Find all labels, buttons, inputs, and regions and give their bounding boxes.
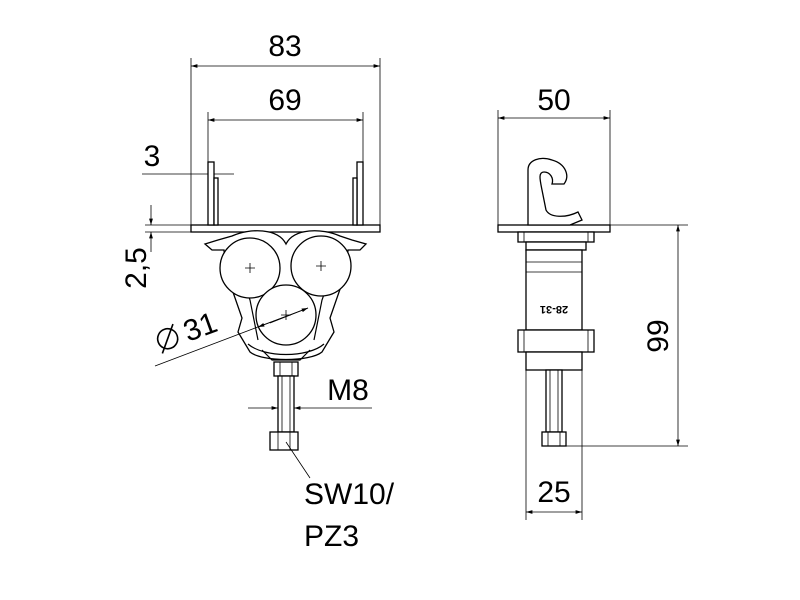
front-view: 83 69 3 2,5 <box>120 30 395 553</box>
diameter-label: 31 <box>156 306 222 354</box>
clamp-nut <box>273 361 299 377</box>
side-band-top <box>517 231 595 243</box>
side-hook <box>527 157 583 226</box>
side-bolt-head <box>541 431 567 447</box>
diameter-symbol-slash <box>161 323 174 354</box>
right-tab-inner <box>352 177 358 226</box>
side-band-bottom <box>517 329 595 353</box>
left-tab-inner <box>213 177 219 226</box>
clamp-lower-strap <box>261 349 311 361</box>
dim-inner-width: 69 <box>268 84 301 117</box>
dim-height: 99 <box>642 319 675 352</box>
right-tab-outer <box>356 161 364 226</box>
bolt-shank <box>277 375 295 433</box>
center-mark-left <box>245 263 255 273</box>
dim-bolt-width: 25 <box>537 476 570 509</box>
diameter-symbol-icon <box>156 327 179 350</box>
bolt-head <box>269 431 299 451</box>
side-top-plate <box>497 224 611 233</box>
dim-overall-width: 83 <box>268 30 301 63</box>
center-mark-right <box>316 261 326 271</box>
dim-cable-diameter: 31 <box>179 306 222 348</box>
dim-plate-thickness: 3 <box>144 140 161 173</box>
side-lower-body <box>525 351 583 371</box>
top-plate <box>190 224 381 233</box>
side-view: 50 28-31 99 25 <box>497 84 688 520</box>
dim-offset: 2,5 <box>120 247 153 289</box>
left-tab-outer <box>207 161 215 226</box>
leader-tool <box>285 441 311 479</box>
dim-arrow-diameter-b <box>257 314 291 328</box>
size-marking: 28-31 <box>540 303 568 315</box>
side-band-under <box>525 241 587 251</box>
side-bolt-shank <box>545 369 563 433</box>
tool-label-line1: SW10/ <box>304 478 395 511</box>
side-clamp-body <box>525 249 583 331</box>
dim-thread: M8 <box>327 374 369 407</box>
dim-side-width: 50 <box>537 84 570 117</box>
tool-label-line2: PZ3 <box>304 520 359 553</box>
clamp-bottom-strap <box>247 343 325 356</box>
